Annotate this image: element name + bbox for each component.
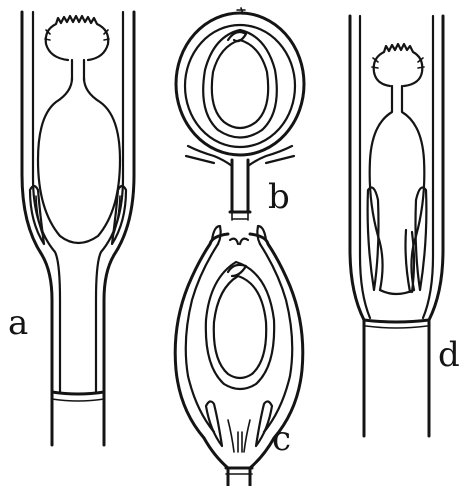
figure-d-lobe-left <box>368 188 379 290</box>
figure-d-inner-wall-left <box>360 16 370 318</box>
figure-a-ovary <box>38 78 120 243</box>
figure-c-stalk <box>228 470 250 486</box>
label-c: c <box>272 422 291 456</box>
figure-a <box>22 12 134 445</box>
figure-d-outer-wall-left <box>350 16 364 436</box>
figure-a-neck <box>72 60 84 80</box>
figure-d-stigma <box>374 44 423 86</box>
figure-d-lobe-right <box>416 188 427 290</box>
figure-b-outer-ring <box>176 13 304 155</box>
figure-d <box>350 16 443 436</box>
label-a: a <box>8 306 28 340</box>
label-d: d <box>438 338 459 372</box>
figure-a-septum <box>52 392 104 394</box>
label-b: b <box>268 180 290 214</box>
figure-d-septum <box>364 320 429 322</box>
figure-b-stalk <box>232 160 248 212</box>
figure-a-stigma <box>46 16 109 60</box>
figure-b-ovule <box>203 30 277 138</box>
figure-c-ovule <box>206 262 274 389</box>
